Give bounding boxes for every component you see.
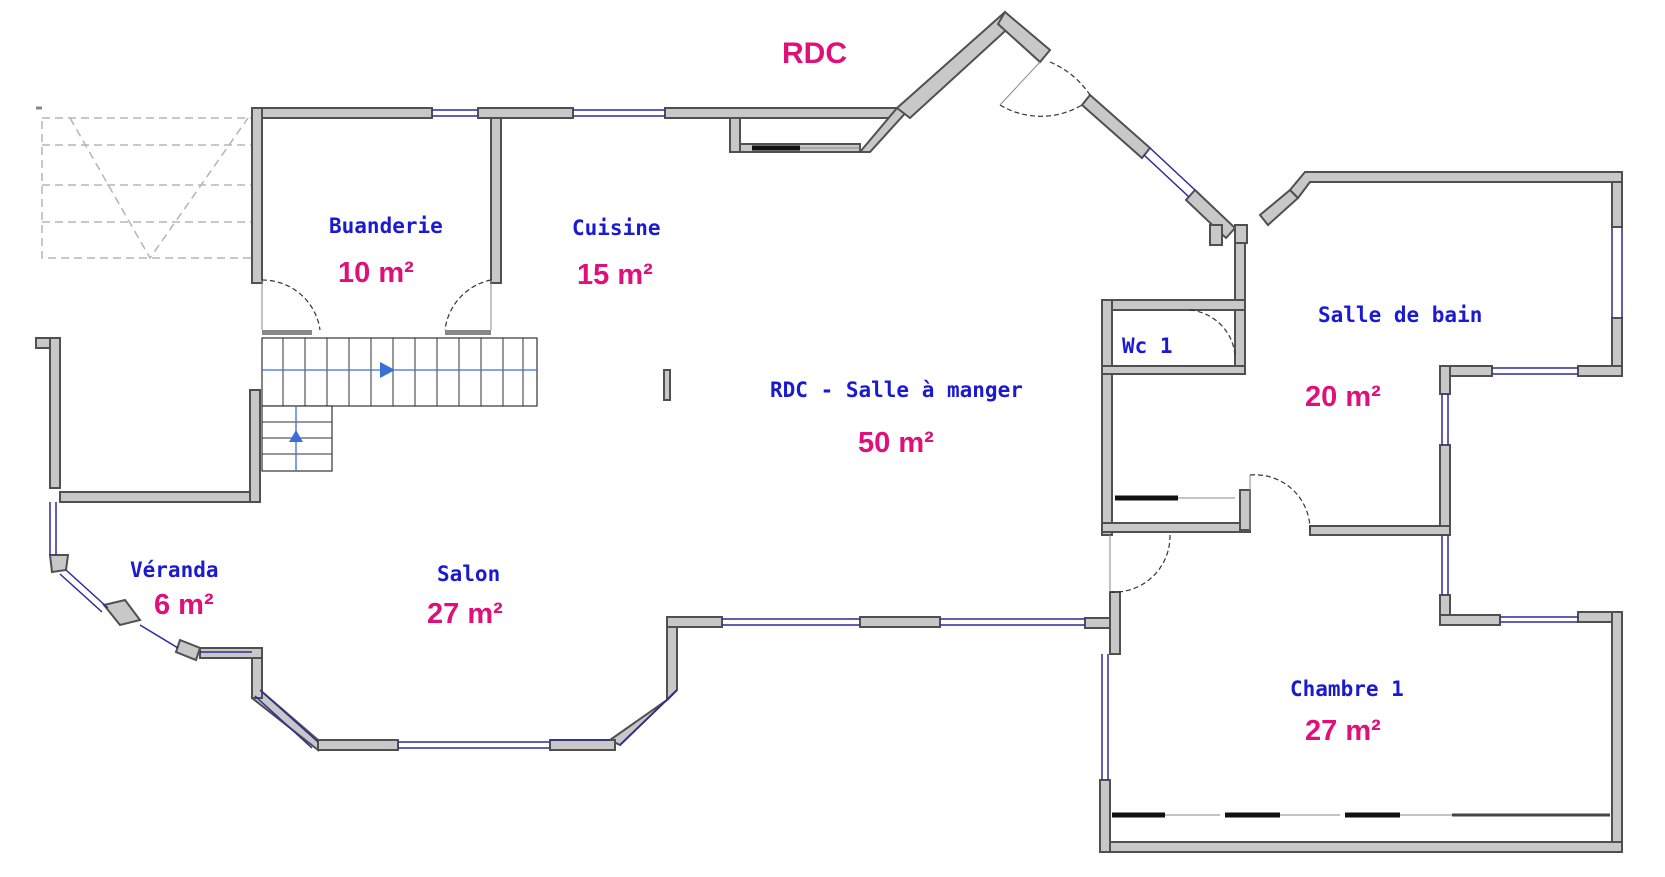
stair-treads — [262, 338, 524, 455]
room-name-cuisine: Cuisine — [572, 216, 661, 240]
stair-arrow-up-icon — [289, 430, 303, 442]
room-area-salon: 27 m² — [427, 598, 503, 630]
room-name-salon: Salon — [437, 562, 500, 586]
room-name-chambre-1: Chambre 1 — [1290, 677, 1404, 701]
walls — [35, 10, 1623, 853]
exterior-stairs-outline — [36, 106, 253, 260]
room-area-veranda: 6 m² — [154, 589, 214, 621]
room-name-salle-a-manger: RDC - Salle à manger — [770, 378, 1023, 402]
room-name-buanderie: Buanderie — [329, 214, 443, 238]
room-area-salle-a-manger: 50 m² — [858, 427, 934, 459]
room-area-buanderie: 10 m² — [338, 257, 414, 289]
doors — [261, 61, 1311, 593]
windows — [49, 109, 1623, 780]
interior-staircase — [261, 330, 538, 472]
room-name-wc: Wc 1 — [1122, 334, 1173, 358]
room-name-veranda: Véranda — [130, 558, 219, 582]
room-name-salle-de-bain: Salle de bain — [1318, 303, 1482, 327]
room-area-cuisine: 15 m² — [577, 259, 653, 291]
plan-title: RDC — [782, 37, 847, 70]
room-area-salle-de-bain: 20 m² — [1305, 381, 1381, 413]
sliding-windows — [752, 145, 1610, 818]
stair-arrow-icon — [380, 362, 395, 378]
room-area-chambre-1: 27 m² — [1305, 715, 1381, 747]
